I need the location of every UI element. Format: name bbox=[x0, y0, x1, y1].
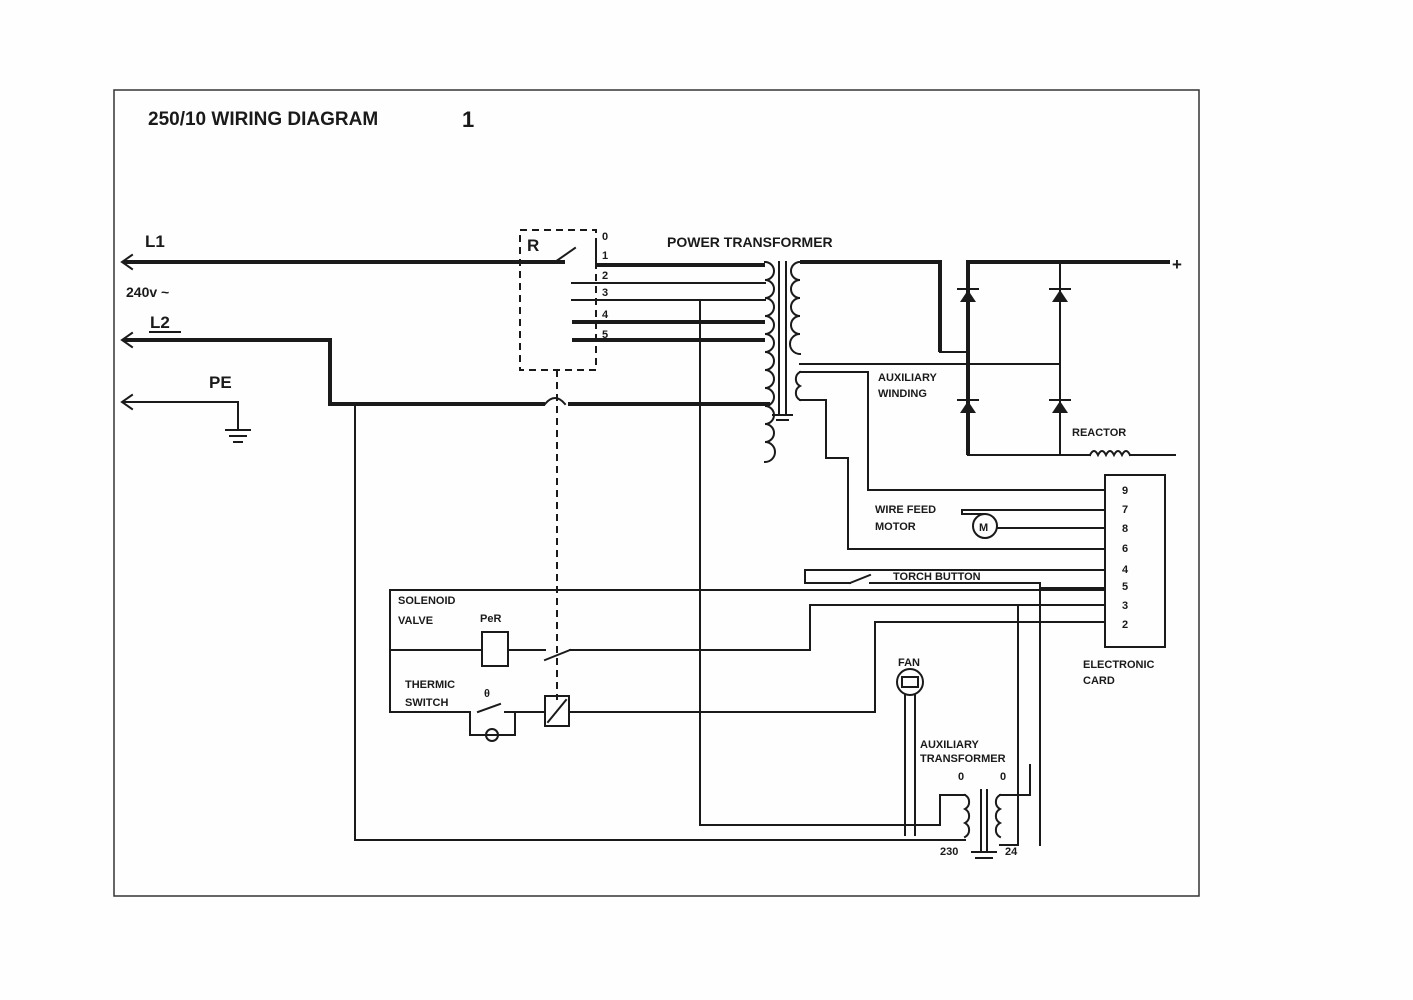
control-circuit: SOLENOID VALVE PeR THERMIC SWITCH θ bbox=[389, 589, 1106, 742]
supply-terminals: L1 240v ~ L2 PE bbox=[120, 232, 770, 443]
l1-label: L1 bbox=[145, 232, 165, 251]
thermic-tag: θ bbox=[484, 688, 490, 700]
aux-voltage-230: 230 bbox=[940, 846, 958, 858]
tap-5: 5 bbox=[602, 329, 608, 341]
card-terminal-9: 9 bbox=[1122, 485, 1128, 497]
card-terminal-8: 8 bbox=[1122, 523, 1128, 535]
auxiliary-transformer: AUXILIARY TRANSFORMER 0 0 230 24 bbox=[920, 739, 1031, 859]
reactor-label: REACTOR bbox=[1072, 427, 1126, 439]
pe-label: PE bbox=[209, 373, 232, 392]
torch-button: TORCH BUTTON bbox=[804, 569, 1106, 846]
diagram-title-number: 1 bbox=[462, 107, 474, 132]
diagram-title: 250/10 WIRING DIAGRAM bbox=[148, 109, 378, 130]
tap-2: 2 bbox=[602, 270, 608, 282]
l2-label: L2 bbox=[150, 313, 170, 332]
card-terminal-5: 5 bbox=[1122, 581, 1128, 593]
motor-symbol: M bbox=[979, 522, 988, 534]
card-terminal-2: 2 bbox=[1122, 619, 1128, 631]
power-transformer-label: POWER TRANSFORMER bbox=[667, 234, 833, 250]
card-terminal-7: 7 bbox=[1122, 504, 1128, 516]
aux-voltage-24: 24 bbox=[1005, 846, 1018, 858]
motor-label-1: WIRE FEED bbox=[875, 504, 936, 516]
card-label-1: ELECTRONIC bbox=[1083, 659, 1155, 671]
tap-3: 3 bbox=[602, 287, 608, 299]
aux-transformer-label-2: TRANSFORMER bbox=[920, 753, 1006, 765]
torch-button-label: TORCH BUTTON bbox=[893, 571, 981, 583]
tap-4: 4 bbox=[602, 309, 609, 321]
voltage-label: 240v ~ bbox=[126, 284, 169, 300]
card-terminal-4: 4 bbox=[1122, 564, 1129, 576]
electronic-card: 9 7 8 6 4 5 3 2 ELECTRONIC CARD bbox=[1083, 474, 1166, 687]
return-wiring bbox=[354, 299, 1019, 846]
aux-tap-2: 0 bbox=[1000, 771, 1006, 783]
power-transformer: POWER TRANSFORMER bbox=[667, 234, 833, 464]
thermic-label-1: THERMIC bbox=[405, 679, 455, 691]
relay-r: R 0 1 2 3 4 5 bbox=[519, 229, 766, 700]
solenoid-label-2: VALVE bbox=[398, 615, 433, 627]
card-terminal-3: 3 bbox=[1122, 600, 1128, 612]
card-terminal-6: 6 bbox=[1122, 543, 1128, 555]
diagram-frame bbox=[113, 89, 1200, 897]
aux-tap-1: 0 bbox=[958, 771, 964, 783]
solenoid-tag: PeR bbox=[480, 613, 501, 625]
auxiliary-winding: AUXILIARY WINDING bbox=[799, 371, 1106, 550]
tap-0: 0 bbox=[602, 231, 608, 243]
motor-label-2: MOTOR bbox=[875, 521, 916, 533]
fan: FAN bbox=[896, 657, 924, 836]
wire-feed-motor: WIRE FEED MOTOR M bbox=[875, 504, 1106, 539]
aux-winding-label-1: AUXILIARY bbox=[878, 372, 938, 384]
fan-label: FAN bbox=[898, 657, 920, 669]
dc-plus-label: + bbox=[1172, 255, 1182, 274]
aux-winding-label-2: WINDING bbox=[878, 388, 927, 400]
rectifier-bridge: + REACTOR bbox=[799, 255, 1182, 458]
aux-transformer-label-1: AUXILIARY bbox=[920, 739, 980, 751]
solenoid-label-1: SOLENOID bbox=[398, 595, 456, 607]
tap-1: 1 bbox=[602, 250, 608, 262]
card-label-2: CARD bbox=[1083, 675, 1115, 687]
relay-label: R bbox=[527, 236, 539, 255]
thermic-label-2: SWITCH bbox=[405, 697, 448, 709]
